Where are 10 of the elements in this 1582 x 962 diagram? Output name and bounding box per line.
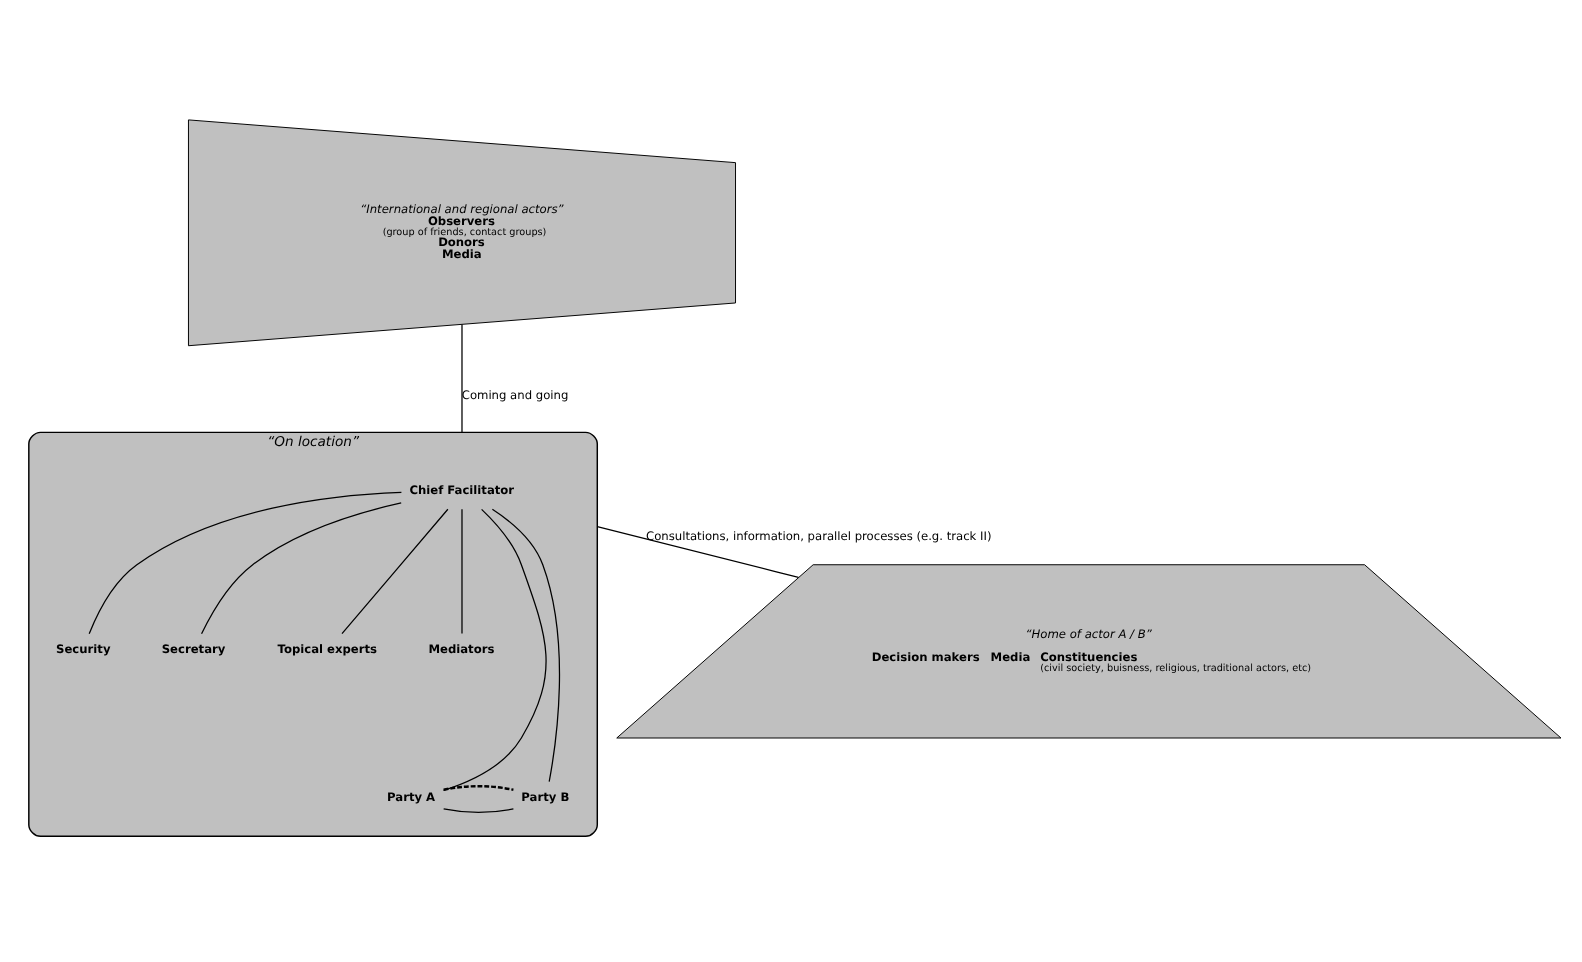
- connector: [443, 783, 514, 790]
- connector: [596, 525, 800, 577]
- connector: [88, 490, 403, 634]
- connector: [461, 507, 463, 634]
- connector: [491, 507, 561, 782]
- connector: [461, 322, 463, 432]
- connector: [442, 507, 547, 791]
- connector: [200, 501, 402, 634]
- connector: [341, 507, 449, 634]
- connector: [443, 807, 515, 813]
